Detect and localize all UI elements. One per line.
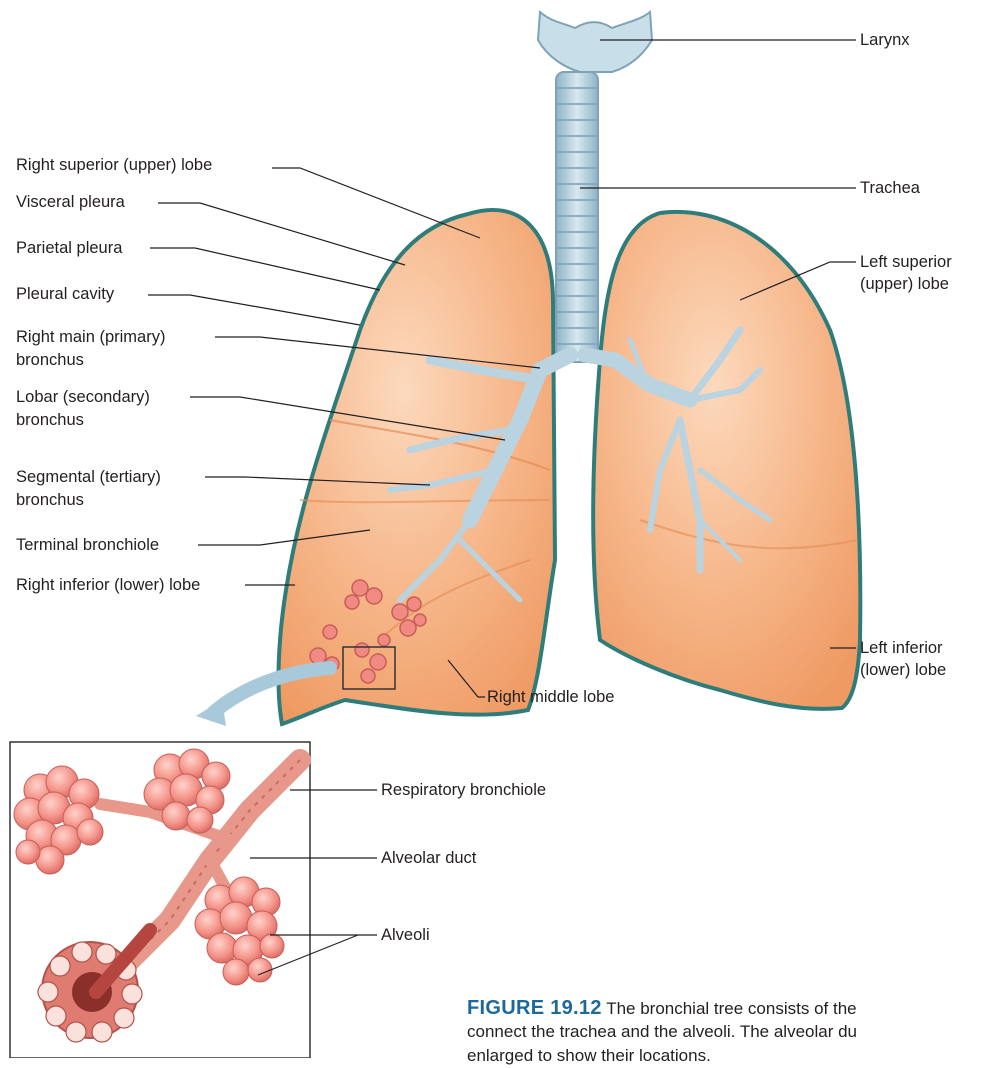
right-lung [279, 210, 555, 724]
figure-caption-line1: FIGURE 19.12 The bronchial tree consists… [467, 996, 995, 1021]
label-lobar-1: Lobar (secondary) [16, 387, 150, 408]
label-right-middle: Right middle lobe [487, 687, 615, 708]
label-right-main-1: Right main (primary) [16, 327, 165, 348]
label-terminal-bronchiole: Terminal bronchiole [16, 535, 159, 556]
label-alveoli: Alveoli [381, 925, 430, 946]
label-lobar-2: bronchus [16, 410, 84, 431]
label-left-superior-1: Left superior [860, 252, 952, 273]
figure-caption-line3: enlarged to show their locations. [467, 1044, 995, 1068]
label-trachea: Trachea [860, 178, 920, 199]
label-segmental-2: bronchus [16, 490, 84, 511]
label-left-inferior-2: (lower) lobe [860, 660, 946, 681]
label-respiratory-bronchiole: Respiratory bronchiole [381, 780, 546, 801]
figure-caption-line2: connect the trachea and the alveoli. The… [467, 1020, 995, 1044]
caption-text-1: The bronchial tree consists of the [606, 999, 856, 1018]
label-right-main-2: bronchus [16, 350, 84, 371]
label-visceral-pleura: Visceral pleura [16, 192, 125, 213]
label-right-inferior: Right inferior (lower) lobe [16, 575, 200, 596]
label-segmental-1: Segmental (tertiary) [16, 467, 161, 488]
left-lung [593, 212, 860, 709]
label-right-superior: Right superior (upper) lobe [16, 155, 212, 176]
larynx-shape [538, 12, 652, 72]
label-left-inferior-1: Left inferior [860, 638, 943, 659]
label-pleural-cavity: Pleural cavity [16, 284, 114, 305]
label-left-superior-2: (upper) lobe [860, 274, 949, 295]
figure-number: FIGURE 19.12 [467, 997, 602, 1019]
label-alveolar-duct: Alveolar duct [381, 848, 476, 869]
label-larynx: Larynx [860, 30, 910, 51]
label-parietal-pleura: Parietal pleura [16, 238, 122, 259]
